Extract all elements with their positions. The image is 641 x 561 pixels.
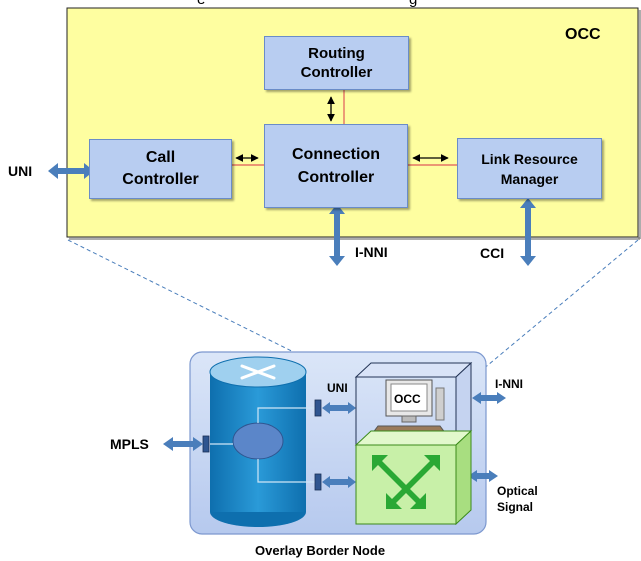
routing-controller-box: Routing Controller — [264, 36, 409, 90]
connection-controller-label-1: Connection — [292, 146, 380, 163]
internal-arrows — [235, 96, 449, 162]
interface-arrows — [48, 163, 536, 266]
node-uni-label: UNI — [327, 381, 348, 395]
node-i-nni-label: I-NNI — [495, 377, 523, 391]
optical-signal-line-2: Signal — [497, 500, 534, 514]
occ-title: OCC — [565, 26, 601, 43]
cci-arrow — [520, 198, 536, 266]
forwarding-engine-icon — [232, 422, 284, 460]
call-controller-label-2: Controller — [122, 171, 199, 188]
connection-controller-box: Connection Controller — [264, 124, 408, 208]
clipped-caption: e g — [0, 0, 641, 10]
cci-label: CCI — [480, 245, 505, 261]
optical-signal-label: Optical Signal — [497, 483, 538, 515]
computer-icon — [371, 379, 447, 435]
node-arrows — [163, 392, 506, 488]
connection-controller-label-2: Controller — [297, 169, 375, 186]
optical-switch — [354, 429, 473, 526]
i-nni-label: I-NNI — [355, 244, 388, 260]
link-resource-manager-label-1: Link Resource — [481, 150, 578, 167]
uni-label: UNI — [8, 163, 33, 179]
i-nni-arrow — [329, 204, 345, 266]
cross-connect-icon — [372, 455, 440, 509]
zoom-lines — [67, 239, 639, 391]
mpls-label: MPLS — [110, 436, 149, 452]
node-occ-label: OCC — [394, 392, 421, 406]
uni-arrow — [48, 163, 94, 179]
routing-controller-label-1: Routing — [308, 45, 365, 62]
routing-controller-label-2: Controller — [300, 64, 373, 81]
occ-cube — [354, 361, 473, 447]
optical-signal-line-1: Optical — [497, 484, 538, 498]
link-resource-manager-box: Link Resource Manager — [457, 138, 602, 199]
call-controller-label-1: Call — [145, 149, 176, 166]
call-controller-box: Call Controller — [89, 139, 232, 199]
router-cylinder — [206, 356, 318, 527]
overlay-border-node-caption: Overlay Border Node — [255, 543, 386, 558]
internal-links — [230, 88, 457, 166]
router-cross-icon — [240, 364, 276, 380]
link-resource-manager-label-2: Manager — [500, 170, 559, 187]
